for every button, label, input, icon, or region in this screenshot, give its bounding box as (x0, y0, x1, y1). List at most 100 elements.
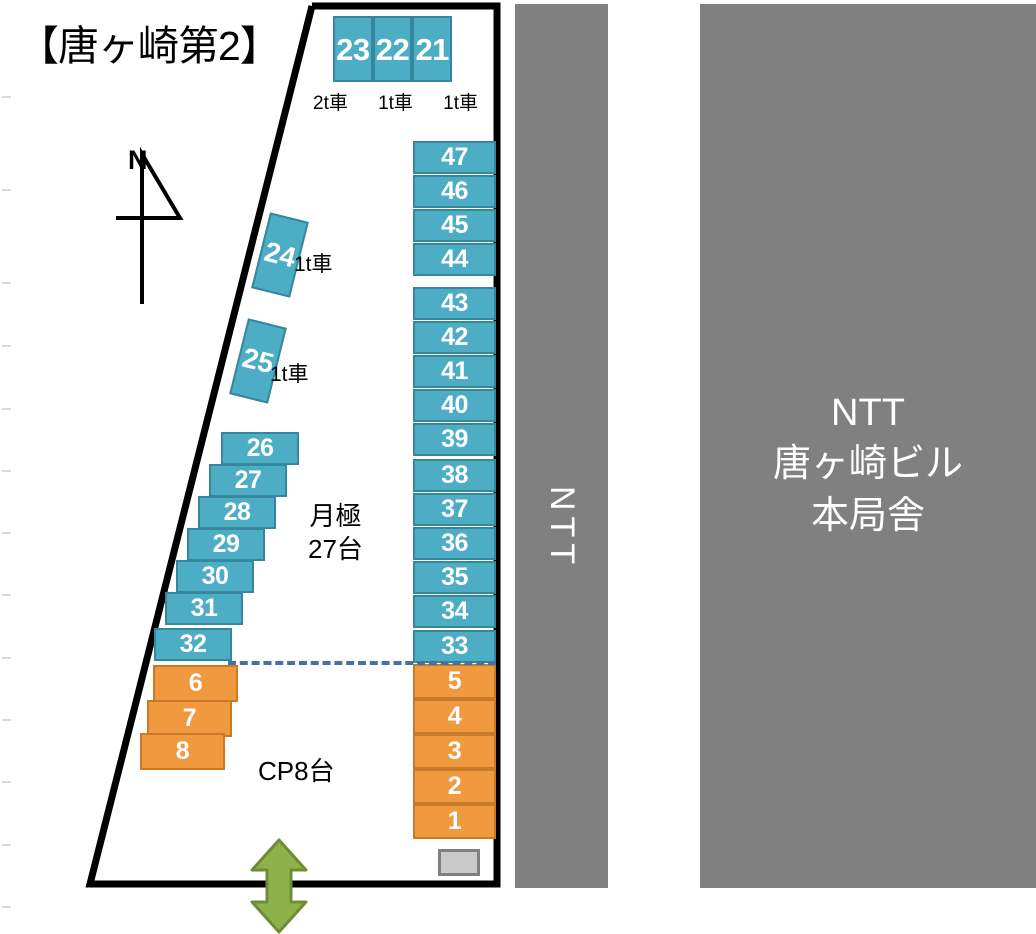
ruler-tick (2, 470, 11, 472)
stall-44[interactable]: 44 (413, 243, 496, 276)
two-way-access-arrow-icon (250, 838, 308, 934)
coin-parking-label: CP8台 (258, 756, 335, 786)
monthly-parking-line1: 月極 (309, 501, 362, 531)
stall-number: 35 (441, 563, 468, 591)
stall-38[interactable]: 38 (413, 459, 496, 492)
building-ntt-narrow-label: NTT (543, 485, 582, 570)
stall-6[interactable]: 6 (153, 665, 238, 702)
building-label-line3: 本局舎 (810, 494, 925, 537)
north-arrow-icon (116, 146, 184, 304)
ruler-tick (2, 719, 11, 721)
stall-number: 40 (441, 391, 468, 419)
caption-2t: 2t車 (313, 93, 348, 114)
stall-number: 36 (441, 529, 468, 557)
stall-number: 6 (188, 669, 203, 697)
stall-number: 7 (182, 704, 197, 732)
ruler-tick (2, 532, 11, 534)
stall-5[interactable]: 5 (413, 664, 496, 699)
monthly-parking-line2: 27台 (308, 533, 363, 564)
stall-46[interactable]: 46 (413, 175, 496, 208)
stall-26[interactable]: 26 (221, 432, 299, 465)
stall-number: 21 (415, 31, 449, 67)
stall-24-caption: 1t車 (294, 253, 333, 276)
ruler-tick (2, 657, 11, 659)
stall-number: 31 (190, 594, 218, 622)
top-row-stalls: 23 22 21 (333, 16, 453, 82)
stall-number: 28 (223, 498, 251, 526)
ruler-tick (2, 781, 11, 783)
stall-number: 8 (175, 737, 190, 765)
stall-39[interactable]: 39 (413, 423, 496, 456)
stall-30[interactable]: 30 (176, 560, 254, 593)
stall-29[interactable]: 29 (187, 528, 265, 561)
stall-number: 3 (447, 737, 462, 765)
stall-2[interactable]: 2 (413, 769, 496, 804)
ruler-tick (2, 282, 11, 284)
stall-number: 43 (441, 289, 468, 317)
stall-number: 23 (336, 31, 370, 67)
page-title: 【唐ヶ崎第2】 (18, 23, 281, 69)
stall-number: 26 (246, 434, 274, 462)
caption-1t-a: 1t車 (378, 93, 413, 114)
stall-22[interactable]: 22 (372, 16, 413, 82)
stall-number: 45 (441, 211, 468, 239)
stall-33[interactable]: 33 (413, 630, 496, 663)
stall-7[interactable]: 7 (147, 700, 232, 737)
ruler-tick (2, 345, 11, 347)
stall-number: 47 (441, 143, 468, 171)
stall-31[interactable]: 31 (165, 592, 243, 625)
lot-boundary-outline (85, 2, 501, 888)
stall-number: 46 (441, 177, 468, 205)
stall-number: 42 (441, 323, 468, 351)
stall-27[interactable]: 27 (209, 464, 287, 497)
stall-36[interactable]: 36 (413, 527, 496, 560)
stall-number: 38 (441, 461, 468, 489)
stall-number: 44 (441, 245, 468, 273)
stall-35[interactable]: 35 (413, 561, 496, 594)
ruler-tick (2, 844, 11, 846)
equipment-box (438, 849, 480, 876)
stall-number: 2 (447, 772, 462, 800)
building-ntt-main: NTT 唐ヶ崎ビル 本局舎 (700, 4, 1036, 888)
ruler-tick (2, 906, 11, 908)
stall-34[interactable]: 34 (413, 595, 496, 628)
monthly-parking-label: 月極 27台 (308, 500, 363, 565)
stall-41[interactable]: 41 (413, 355, 496, 388)
stall-number: 32 (179, 630, 207, 658)
building-label-line1: NTT (831, 392, 905, 435)
ruler-tick (2, 189, 11, 191)
stall-45[interactable]: 45 (413, 209, 496, 242)
stall-number: 4 (447, 702, 462, 730)
stall-number: 29 (212, 530, 240, 558)
stall-47[interactable]: 47 (413, 141, 496, 174)
building-ntt-main-label: NTT 唐ヶ崎ビル 本局舎 (773, 388, 963, 888)
top-row-captions: 2t車 1t車 1t車 (313, 88, 478, 115)
building-label-line2: 唐ヶ崎ビル (772, 443, 963, 486)
stall-number: 22 (375, 31, 410, 67)
stall-37[interactable]: 37 (413, 493, 496, 526)
stall-3[interactable]: 3 (413, 734, 496, 769)
stall-8[interactable]: 8 (140, 733, 225, 770)
stall-40[interactable]: 40 (413, 389, 496, 422)
stall-23[interactable]: 23 (333, 16, 373, 82)
caption-1t-b: 1t車 (443, 93, 478, 114)
stall-4[interactable]: 4 (413, 699, 496, 734)
stall-1[interactable]: 1 (413, 804, 496, 839)
stall-28[interactable]: 28 (198, 496, 276, 529)
stall-number: 41 (441, 357, 468, 385)
stall-number: 37 (441, 495, 468, 523)
stall-number: 1 (447, 807, 462, 835)
stall-number: 39 (441, 425, 468, 453)
stall-number: 27 (234, 466, 262, 494)
stall-42[interactable]: 42 (413, 321, 496, 354)
stall-43[interactable]: 43 (413, 287, 496, 320)
ruler-tick (2, 96, 11, 98)
ruler-tick (2, 594, 11, 596)
stall-25-caption: 1t車 (270, 363, 309, 386)
building-ntt-narrow: NTT (515, 4, 608, 888)
stall-number: 33 (441, 632, 468, 660)
stall-21[interactable]: 21 (412, 16, 453, 82)
stall-number: 5 (447, 667, 462, 695)
stall-32[interactable]: 32 (154, 628, 232, 661)
